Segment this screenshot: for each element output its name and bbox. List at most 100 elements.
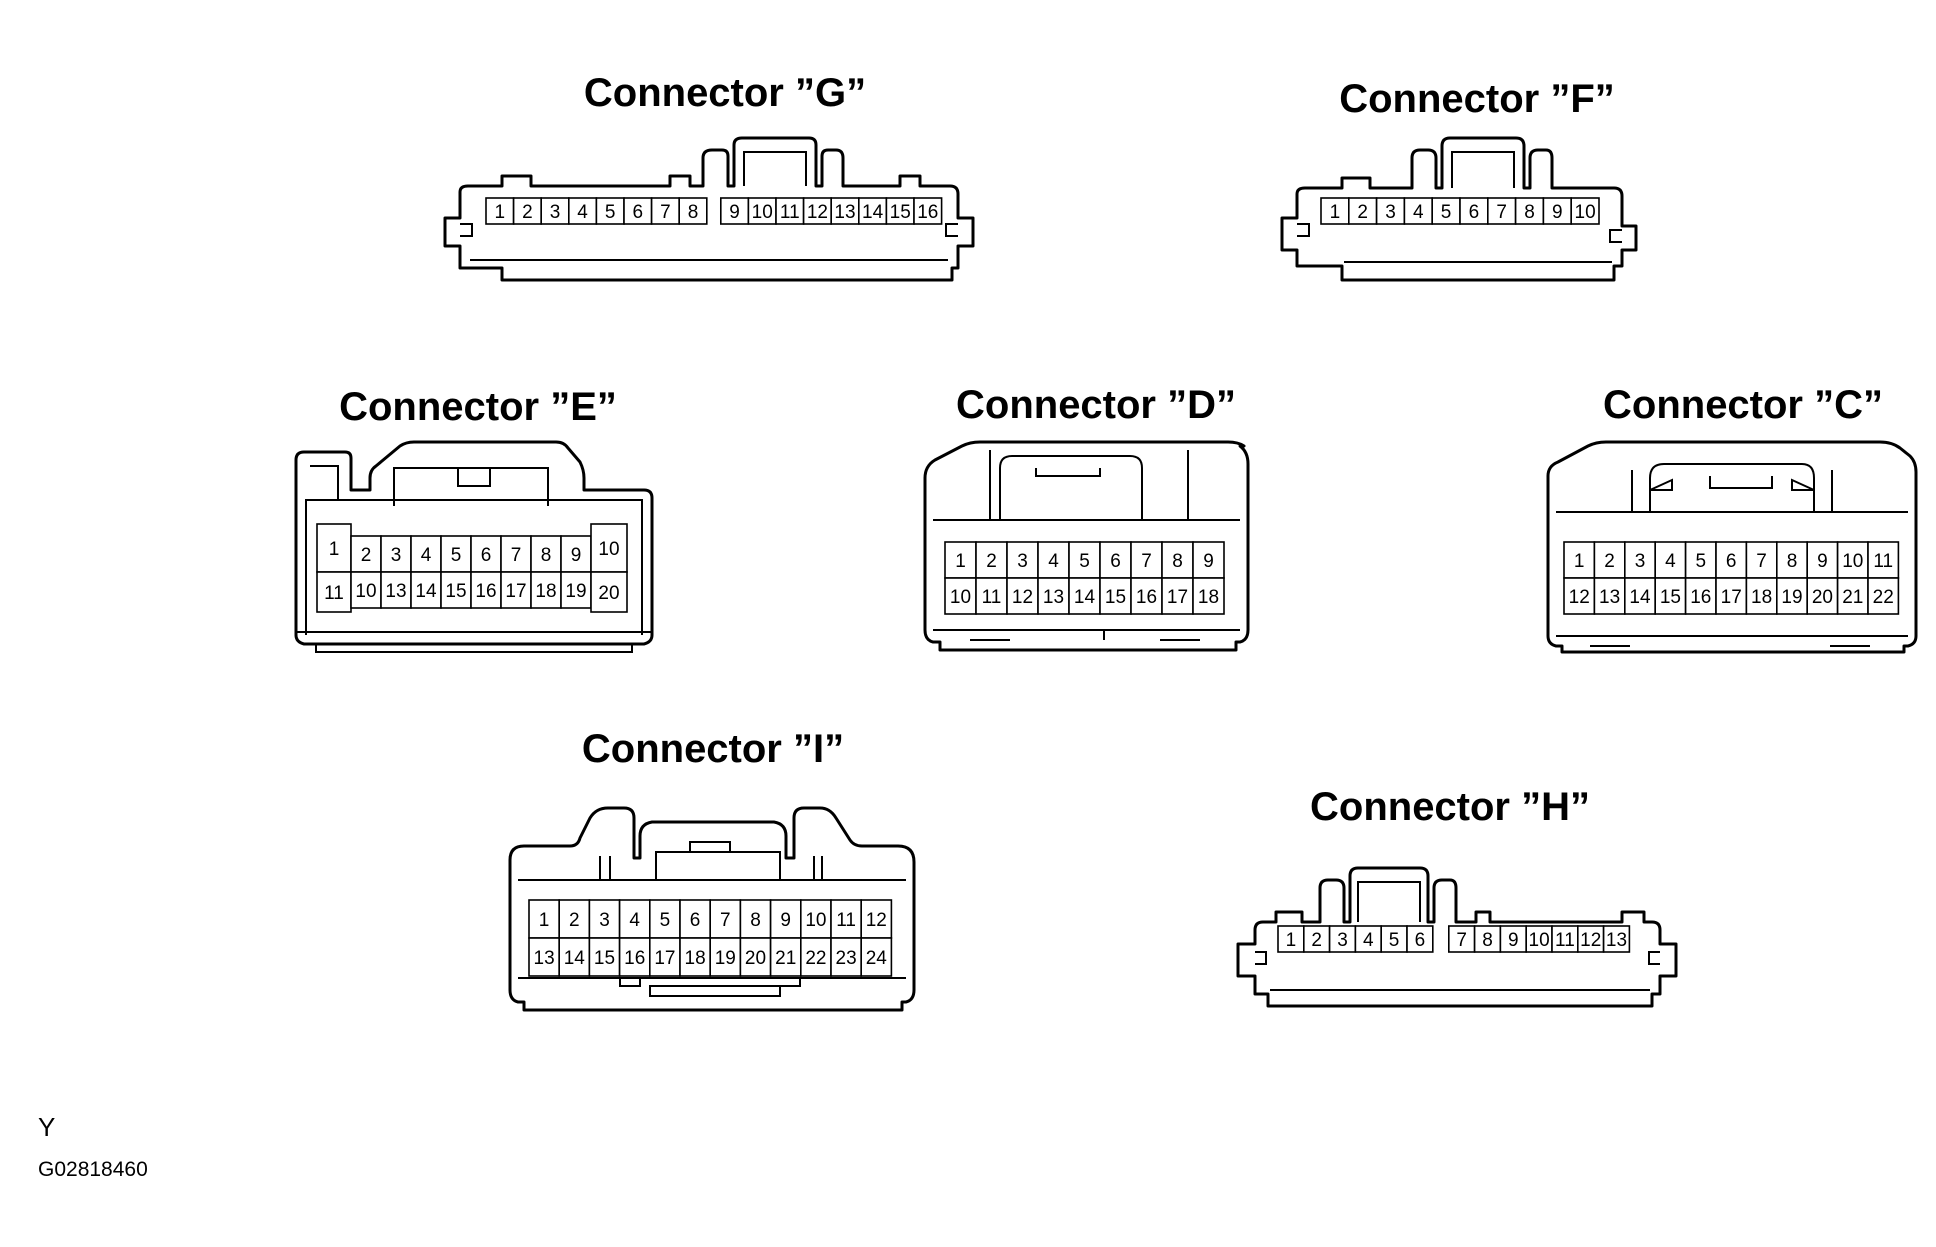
pin-label: 17 bbox=[1167, 587, 1188, 608]
pin-label: 14 bbox=[564, 948, 586, 969]
pin-label: 10 bbox=[598, 539, 619, 560]
pin-label: 5 bbox=[1441, 202, 1452, 223]
pin-label: 23 bbox=[836, 948, 857, 969]
pin-f-8: 8 bbox=[1514, 197, 1545, 225]
pin-i-16: 16 bbox=[618, 937, 651, 977]
pin-label: 11 bbox=[1555, 930, 1575, 951]
pin-d-2: 2 bbox=[975, 541, 1008, 579]
pin-h-7: 7 bbox=[1448, 925, 1476, 953]
pin-label: 10 bbox=[1529, 930, 1550, 951]
pin-label: 2 bbox=[1604, 551, 1615, 572]
pin-label: 1 bbox=[1330, 202, 1341, 223]
pin-label: 13 bbox=[1606, 930, 1627, 951]
pin-h-13: 13 bbox=[1602, 925, 1631, 953]
pin-e-14: 14 bbox=[410, 571, 442, 609]
pin-d-12: 12 bbox=[1006, 577, 1039, 615]
pin-g-14: 14 bbox=[857, 197, 888, 225]
pin-label: 2 bbox=[1311, 930, 1322, 951]
pin-i-21: 21 bbox=[769, 937, 802, 977]
pin-label: 16 bbox=[917, 202, 938, 223]
pin-label: 13 bbox=[1043, 587, 1064, 608]
pin-g-9: 9 bbox=[719, 197, 750, 225]
pin-g-11: 11 bbox=[775, 197, 805, 225]
pin-c-17: 17 bbox=[1715, 577, 1748, 615]
pin-label: 5 bbox=[1079, 551, 1090, 572]
pin-label: 2 bbox=[569, 910, 580, 931]
connector-i-title: Connector ”I” bbox=[582, 727, 844, 771]
pin-e-10: 10 bbox=[590, 523, 628, 573]
pin-c-5: 5 bbox=[1684, 541, 1717, 579]
connector-e-title: Connector ”E” bbox=[339, 385, 617, 429]
pin-label: 7 bbox=[720, 910, 731, 931]
pin-label: 9 bbox=[1552, 202, 1563, 223]
pin-f-4: 4 bbox=[1403, 197, 1434, 225]
pin-d-11: 11 bbox=[975, 577, 1008, 615]
pin-label: 9 bbox=[1508, 930, 1519, 951]
pin-label: 14 bbox=[415, 581, 437, 602]
pin-label: 12 bbox=[807, 202, 828, 223]
pin-label: 3 bbox=[1017, 551, 1028, 572]
pin-i-15: 15 bbox=[588, 937, 621, 977]
footer-code: Y bbox=[38, 1112, 55, 1142]
pin-g-15: 15 bbox=[885, 197, 915, 225]
figure-id: G02818460 bbox=[38, 1158, 148, 1181]
pin-e-8: 8 bbox=[530, 535, 562, 573]
pin-label: 4 bbox=[1665, 551, 1676, 572]
pin-d-9: 9 bbox=[1192, 541, 1225, 579]
pin-label: 19 bbox=[715, 948, 736, 969]
pin-label: 5 bbox=[605, 202, 616, 223]
pin-label: 9 bbox=[571, 545, 582, 566]
pin-c-19: 19 bbox=[1776, 577, 1809, 615]
pin-label: 6 bbox=[690, 910, 701, 931]
pin-e-20: 20 bbox=[590, 571, 628, 613]
pin-label: 10 bbox=[805, 910, 826, 931]
pin-label: 4 bbox=[1413, 202, 1424, 223]
pin-label: 9 bbox=[729, 202, 740, 223]
pin-i-18: 18 bbox=[679, 937, 712, 977]
pin-label: 11 bbox=[982, 587, 1002, 608]
pin-label: 16 bbox=[475, 581, 496, 602]
pin-g-2: 2 bbox=[512, 197, 542, 225]
pin-c-10: 10 bbox=[1836, 541, 1869, 579]
pin-label: 8 bbox=[1482, 930, 1493, 951]
pin-label: 6 bbox=[1469, 202, 1480, 223]
pin-label: 7 bbox=[1496, 202, 1507, 223]
pin-h-4: 4 bbox=[1354, 925, 1383, 953]
pin-label: 12 bbox=[1569, 587, 1590, 608]
pin-f-1: 1 bbox=[1320, 197, 1350, 225]
pin-c-22: 22 bbox=[1867, 577, 1900, 615]
pin-label: 10 bbox=[1575, 202, 1596, 223]
pin-i-17: 17 bbox=[648, 937, 681, 977]
pin-f-10: 10 bbox=[1570, 197, 1600, 225]
pin-i-22: 22 bbox=[799, 937, 832, 977]
pin-i-5: 5 bbox=[648, 899, 681, 939]
pin-g-4: 4 bbox=[567, 197, 598, 225]
pin-h-11: 11 bbox=[1551, 925, 1579, 953]
pin-label: 13 bbox=[1599, 587, 1620, 608]
pin-label: 3 bbox=[599, 910, 610, 931]
pin-c-4: 4 bbox=[1654, 541, 1687, 579]
pin-label: 13 bbox=[385, 581, 406, 602]
pin-e-15: 15 bbox=[440, 571, 472, 609]
pin-label: 5 bbox=[660, 910, 671, 931]
pin-label: 1 bbox=[329, 539, 340, 560]
pin-label: 9 bbox=[1203, 551, 1214, 572]
pin-f-2: 2 bbox=[1348, 197, 1378, 225]
pin-label: 16 bbox=[1690, 587, 1711, 608]
pin-label: 20 bbox=[745, 948, 766, 969]
pin-label: 4 bbox=[577, 202, 588, 223]
pin-label: 11 bbox=[836, 910, 856, 931]
pin-e-3: 3 bbox=[380, 535, 412, 573]
pin-g-16: 16 bbox=[913, 197, 943, 225]
pin-label: 15 bbox=[445, 581, 466, 602]
pin-label: 7 bbox=[511, 545, 522, 566]
pin-i-6: 6 bbox=[679, 899, 712, 939]
pin-g-12: 12 bbox=[802, 197, 832, 225]
pin-i-10: 10 bbox=[799, 899, 832, 939]
pin-label: 3 bbox=[550, 202, 561, 223]
pin-label: 3 bbox=[1635, 551, 1646, 572]
pin-label: 19 bbox=[1781, 587, 1802, 608]
pin-label: 1 bbox=[539, 910, 550, 931]
pin-label: 12 bbox=[866, 910, 887, 931]
